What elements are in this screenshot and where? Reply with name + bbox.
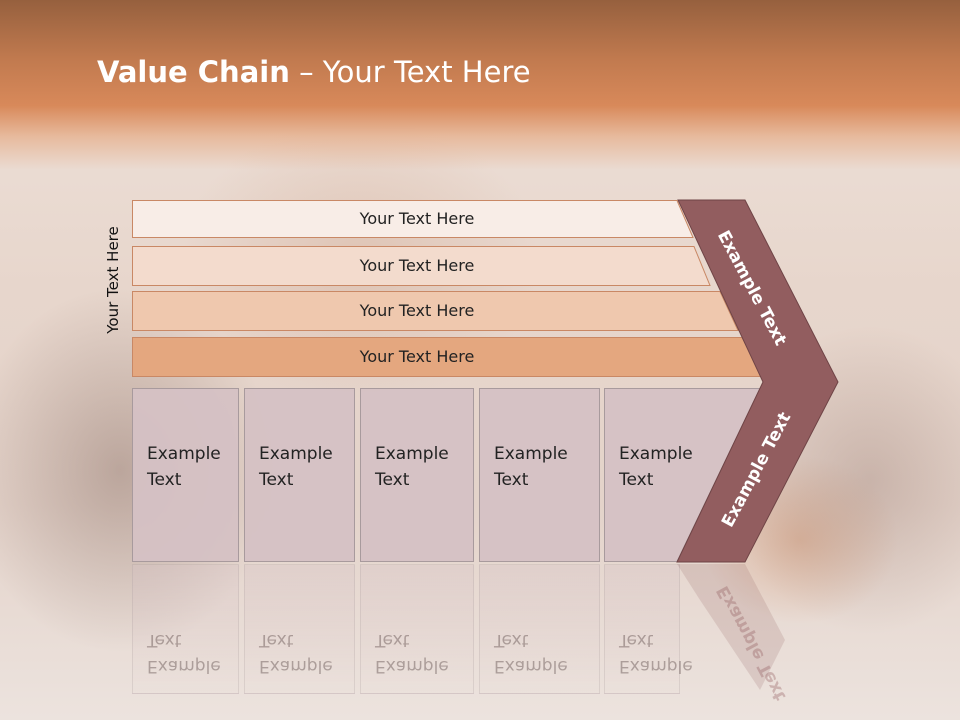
- row-4[interactable]: Your Text Here: [132, 337, 764, 377]
- value-box-1-label: Example Text: [147, 444, 221, 490]
- row-1-label: Your Text Here: [359, 209, 475, 228]
- box-reflection-2: Example Text: [244, 564, 355, 694]
- row-3[interactable]: Your Text Here: [132, 291, 740, 331]
- row-2-label: Your Text Here: [359, 256, 475, 275]
- value-box-3[interactable]: Example Text: [360, 388, 474, 562]
- header-band: [0, 0, 960, 170]
- value-box-3-label: Example Text: [375, 444, 449, 490]
- value-box-2[interactable]: Example Text: [244, 388, 355, 562]
- value-box-4[interactable]: Example Text: [479, 388, 600, 562]
- box-reflection-5: Example Text: [604, 564, 693, 694]
- box-reflection-3: Example Text: [360, 564, 474, 694]
- box-reflection-4: Example Text: [479, 564, 600, 694]
- row-1[interactable]: Your Text Here: [132, 200, 694, 238]
- value-box-1[interactable]: Example Text: [132, 388, 239, 562]
- row-4-label: Your Text Here: [359, 347, 475, 366]
- slide-title[interactable]: Value Chain – Your Text Here: [97, 55, 531, 89]
- row-3-label: Your Text Here: [359, 301, 475, 320]
- value-box-2-label: Example Text: [259, 444, 333, 490]
- title-rest: – Your Text Here: [289, 55, 531, 89]
- row-2[interactable]: Your Text Here: [132, 246, 712, 286]
- value-box-4-label: Example Text: [494, 444, 568, 490]
- box-reflection-1: Example Text: [132, 564, 239, 694]
- title-bold: Value Chain: [97, 55, 290, 89]
- value-box-5-label: Example Text: [619, 444, 693, 490]
